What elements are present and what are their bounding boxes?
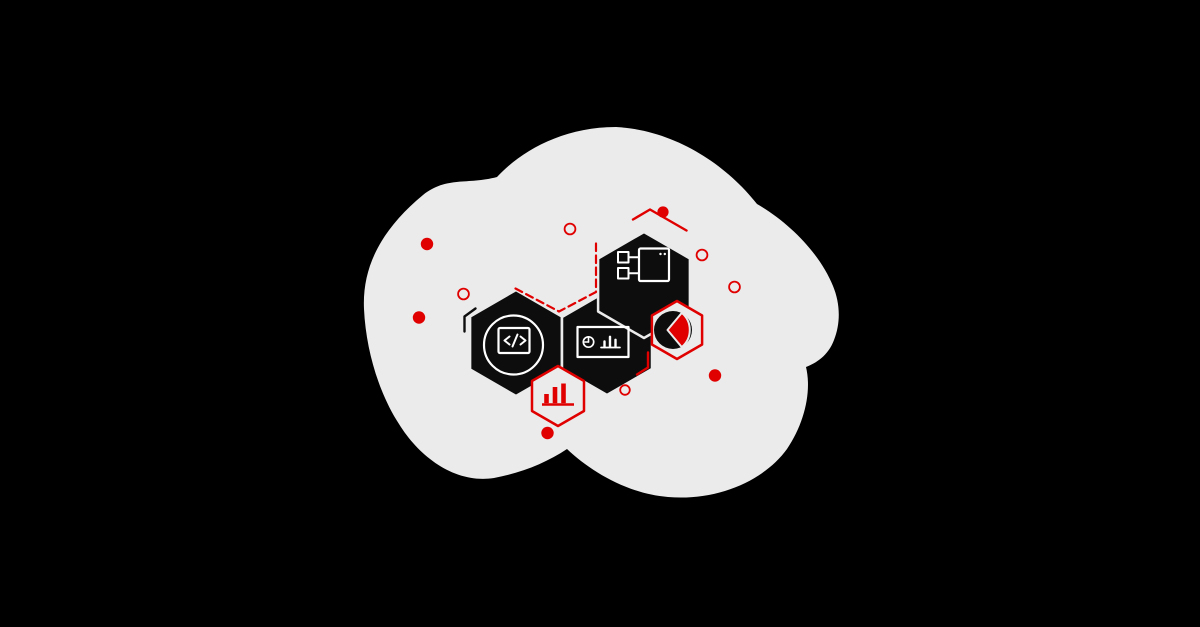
decor-dot	[657, 206, 669, 218]
decor-dot	[708, 369, 722, 382]
flowchart-dot	[663, 252, 666, 256]
code-icon	[482, 314, 545, 376]
decor-dot	[420, 237, 434, 251]
decor-dot	[412, 311, 426, 324]
decor-ring	[457, 287, 470, 301]
code-angle-right	[519, 335, 527, 346]
bar-chart-hexagon	[530, 364, 586, 428]
hexagon-outline-accent-top	[631, 208, 688, 232]
flowchart-icon	[617, 247, 671, 283]
hexagon-outline-accent-bottom	[635, 351, 650, 376]
decor-dot	[541, 426, 554, 440]
decor-ring	[563, 222, 577, 236]
code-icon-window	[497, 326, 531, 355]
dashboard-icon	[576, 325, 630, 359]
clock-icon	[582, 335, 595, 349]
code-slash	[511, 333, 519, 348]
decor-ring	[619, 384, 631, 396]
pie-wedge	[666, 311, 691, 349]
dashboard-panel	[576, 325, 630, 359]
scatter-dots	[412, 206, 741, 440]
decor-ring	[728, 280, 741, 294]
bar-chart-icon	[542, 383, 574, 406]
flowchart-main-node	[637, 247, 671, 283]
dashed-connector-line	[514, 240, 598, 313]
flowchart-dot	[659, 252, 662, 256]
code-angle-left	[503, 335, 511, 346]
hexagon-outline-accent-black	[463, 307, 477, 333]
code-icon-circle	[482, 314, 545, 376]
pie-chart-icon	[654, 311, 692, 349]
decor-ring	[695, 248, 709, 262]
